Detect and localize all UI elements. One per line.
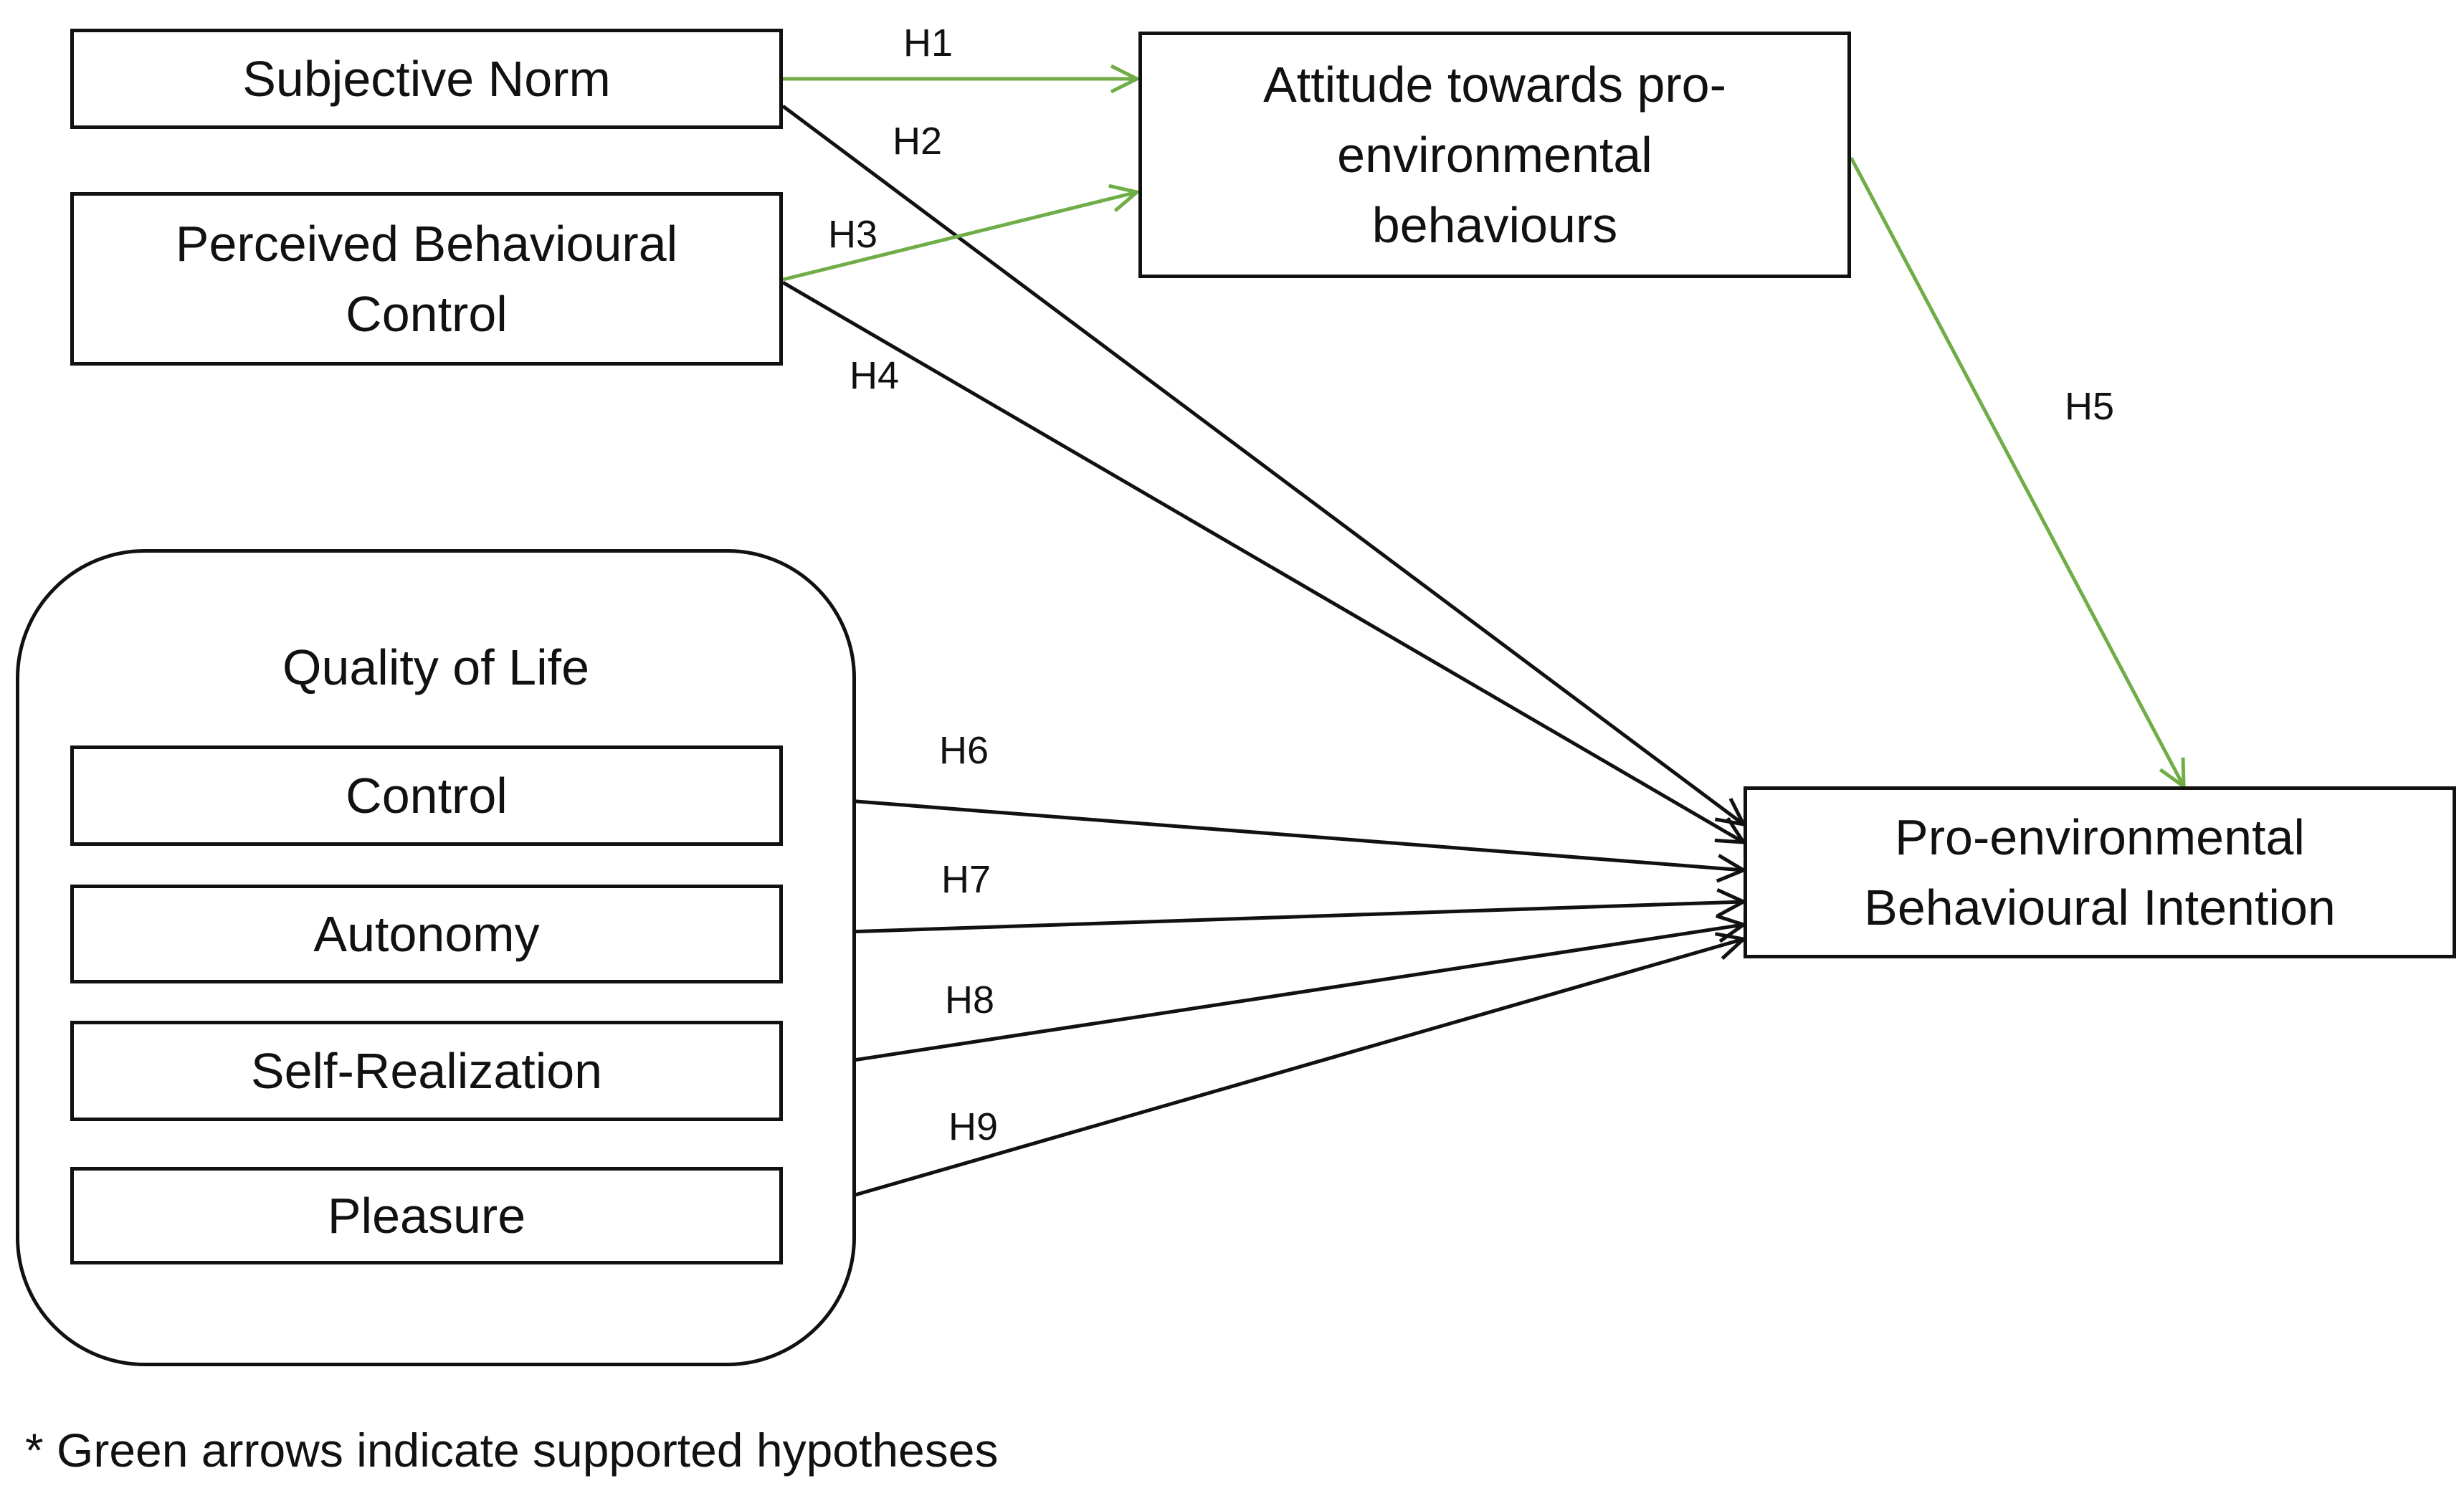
edge-h2-label: H2 — [893, 120, 942, 163]
quality-of-life-title: Quality of Life — [282, 639, 589, 695]
edge-h4-line — [781, 280, 1745, 844]
intention-box: Pro-environmental Behavioural Intention — [1744, 786, 2456, 958]
pleasure-box: Pleasure — [70, 1167, 783, 1264]
edge-h1-label: H1 — [903, 22, 953, 65]
attitude-label: Attitude towards pro-environmental behav… — [1263, 57, 1726, 253]
subjective-norm-box: Subjective Norm — [70, 29, 783, 129]
edge-h8-label: H8 — [945, 978, 994, 1021]
edge-h1-arrowhead — [1110, 64, 1141, 94]
self-realization-box: Self-Realization — [70, 1021, 783, 1121]
edge-h5-line — [1849, 156, 2186, 788]
pleasure-label: Pleasure — [327, 1188, 526, 1244]
edge-h3-line — [782, 190, 1138, 282]
edge-h4-label: H4 — [850, 354, 899, 397]
self-realization-label: Self-Realization — [250, 1043, 603, 1099]
edge-h7-label: H7 — [941, 858, 991, 901]
autonomy-box: Autonomy — [70, 885, 783, 983]
edge-h9-line — [782, 937, 1744, 1218]
edge-h3-label: H3 — [828, 213, 877, 256]
control-label: Control — [346, 768, 508, 824]
edge-h6-line — [782, 794, 1744, 872]
footnote: * Green arrows indicate supported hypoth… — [25, 1424, 999, 1477]
autonomy-label: Autonomy — [313, 906, 540, 962]
edge-lines — [781, 77, 2186, 1218]
perceived-behavioural-control-box: Perceived Behavioural Control — [70, 192, 783, 366]
perceived-behavioural-control-label: Perceived Behavioural Control — [175, 216, 678, 342]
attitude-box: Attitude towards pro-environmental behav… — [1138, 32, 1851, 278]
intention-label: Pro-environmental Behavioural Intention — [1864, 809, 2336, 935]
edge-h5-label: H5 — [2065, 385, 2114, 428]
edge-h3-arrowhead — [1108, 184, 1141, 213]
subjective-norm-label: Subjective Norm — [242, 51, 611, 107]
edge-h2-line — [781, 104, 1745, 826]
edge-h9-label: H9 — [948, 1105, 998, 1148]
edge-h7-line — [782, 900, 1744, 936]
control-box: Control — [70, 745, 783, 846]
edge-h8-line — [782, 923, 1744, 1073]
edge-h6-label: H6 — [939, 729, 989, 772]
